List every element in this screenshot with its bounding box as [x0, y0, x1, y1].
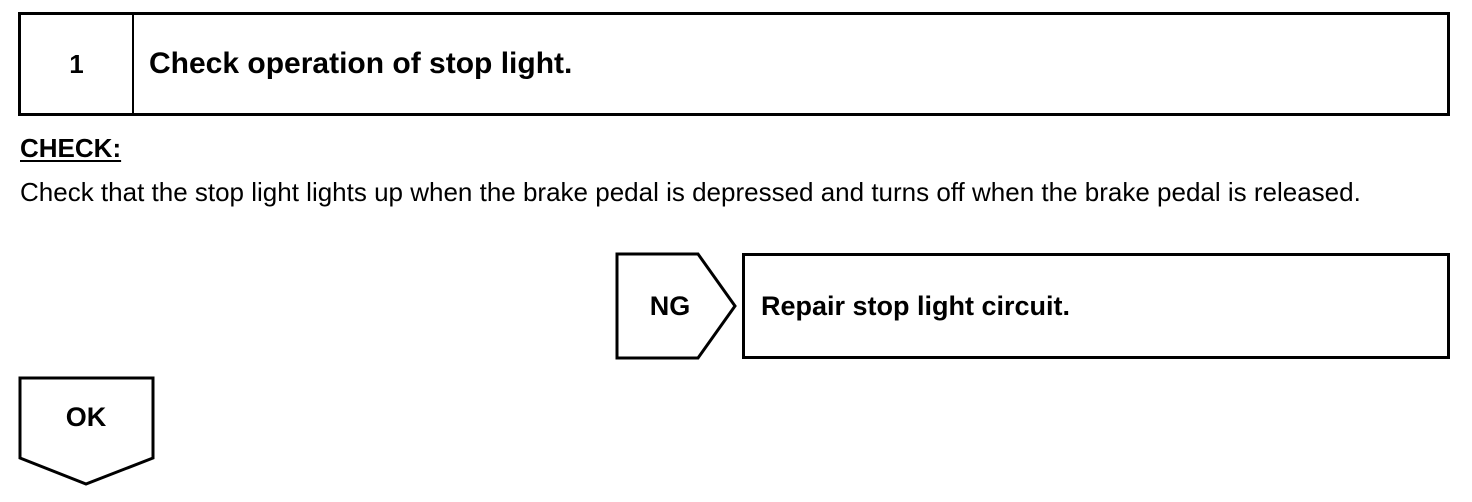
step-divider — [132, 15, 134, 113]
check-instructions: Check that the stop light lights up when… — [20, 177, 1361, 207]
ng-arrow-shape — [615, 252, 737, 360]
ng-action-box: Repair stop light circuit. — [742, 253, 1450, 359]
check-heading: CHECK: — [20, 133, 122, 163]
ok-label: OK — [65, 401, 107, 432]
step-number: 1 — [69, 48, 84, 79]
step-header-box: 1 Check operation of stop light. — [18, 12, 1450, 116]
ok-arrow-shape — [18, 376, 155, 486]
ng-label: NG — [649, 290, 691, 321]
step-title: Check operation of stop light. — [149, 47, 573, 80]
ng-action-text: Repair stop light circuit. — [761, 290, 1071, 321]
